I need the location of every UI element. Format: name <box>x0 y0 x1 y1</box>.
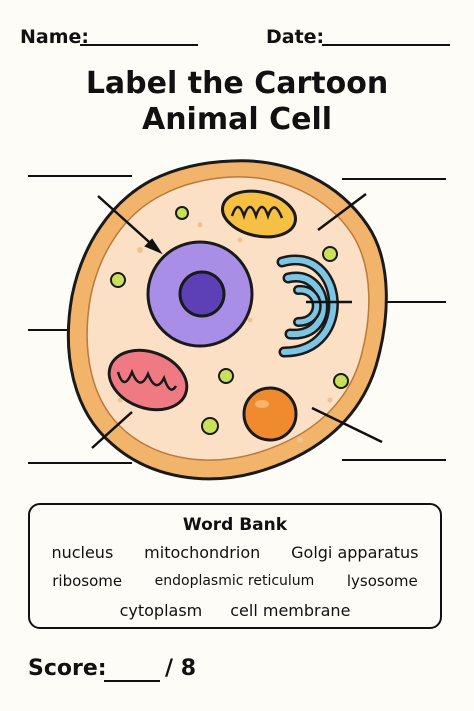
score-label: Score: <box>28 656 107 681</box>
cytoplasm-speckles <box>117 222 333 443</box>
score-total: / 8 <box>165 656 197 681</box>
animal-cell-figure <box>28 159 446 481</box>
word-lysosome: lysosome <box>346 572 418 590</box>
worksheet-title-line2: Animal Cell <box>141 102 333 137</box>
word-cell-membrane: cell membrane <box>230 601 351 620</box>
date-blank[interactable] <box>322 44 450 46</box>
pointer-arrowhead <box>144 238 163 255</box>
ribosomes <box>110 206 349 435</box>
word-bank-row-2: ribosome endoplasmic reticulum lysosome <box>30 572 440 590</box>
date-label: Date: <box>266 26 325 48</box>
worksheet-title-line1: Label the Cartoon <box>85 66 389 101</box>
word-nucleus: nucleus <box>51 543 114 562</box>
word-golgi-apparatus: Golgi apparatus <box>291 543 419 562</box>
pointer-line-6 <box>311 406 383 444</box>
name-label: Name: <box>20 26 90 48</box>
word-bank-row-3: cytoplasm cell membrane <box>30 601 440 620</box>
pointer-line-1 <box>97 195 159 251</box>
pointer-line-5 <box>91 411 133 449</box>
word-bank: Word Bank nucleus mitochondrion Golgi ap… <box>28 503 442 629</box>
golgi-apparatus <box>276 254 339 358</box>
lysosome <box>242 386 298 442</box>
word-bank-row-1: nucleus mitochondrion Golgi apparatus <box>30 543 440 562</box>
score-blank[interactable] <box>104 680 160 682</box>
mitochondrion-top <box>221 189 297 239</box>
nucleolus <box>178 270 226 318</box>
word-cytoplasm: cytoplasm <box>119 601 203 620</box>
name-blank[interactable] <box>80 44 198 46</box>
pointer-line-2 <box>317 193 367 231</box>
word-endoplasmic-reticulum: endoplasmic reticulum <box>154 573 315 589</box>
word-mitochondrion: mitochondrion <box>144 543 261 562</box>
word-bank-title: Word Bank <box>182 515 288 535</box>
word-ribosome: ribosome <box>52 572 123 590</box>
lysosome-highlight <box>255 400 269 408</box>
mitochondrion-left <box>107 348 189 412</box>
